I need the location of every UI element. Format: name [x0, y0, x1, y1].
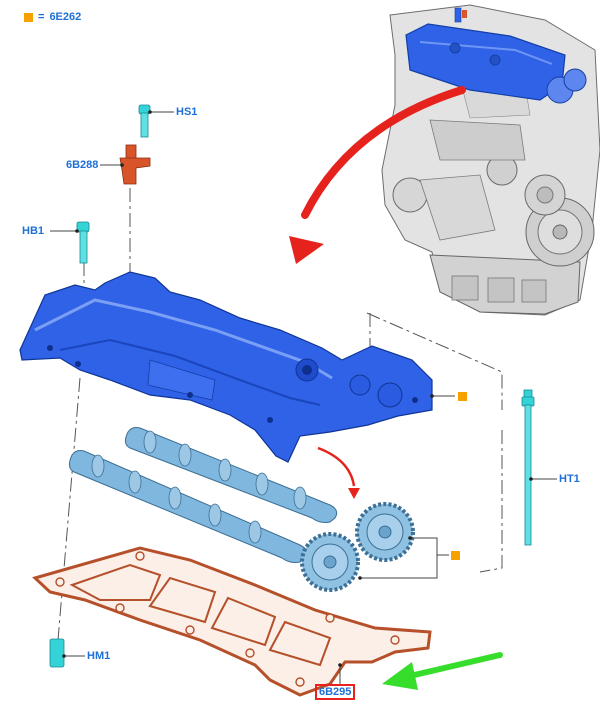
hs1-bolt [138, 104, 174, 138]
label-ht1: HT1 [559, 473, 580, 485]
marker-leaders [358, 394, 455, 580]
hb1-bolt [50, 221, 90, 264]
engine-illustration [381, 4, 600, 316]
marker-square-camshaft [451, 551, 460, 560]
camshaft-sensor-6b288 [100, 144, 151, 185]
legend-equals: = [38, 11, 45, 23]
legend-marker-square [24, 13, 33, 22]
green-arrow [382, 652, 503, 690]
ht1-bolt [521, 389, 557, 546]
label-hs1: HS1 [176, 106, 198, 118]
camshaft-cover [19, 271, 433, 463]
label-6b288: 6B288 [66, 159, 99, 171]
label-hm1: HM1 [87, 650, 111, 662]
small-red-arrow [317, 446, 360, 499]
hm1-stud [49, 638, 85, 668]
marker-square-cover [458, 392, 467, 401]
legend: = 6E262 [24, 11, 81, 24]
head-gasket-6b295 [32, 546, 432, 697]
label-hb1: HB1 [22, 225, 45, 237]
red-curved-arrow [289, 86, 466, 264]
label-6b295-highlighted: 6B295 [315, 684, 356, 700]
legend-part-number: 6E262 [49, 11, 82, 23]
camshafts [68, 427, 415, 592]
